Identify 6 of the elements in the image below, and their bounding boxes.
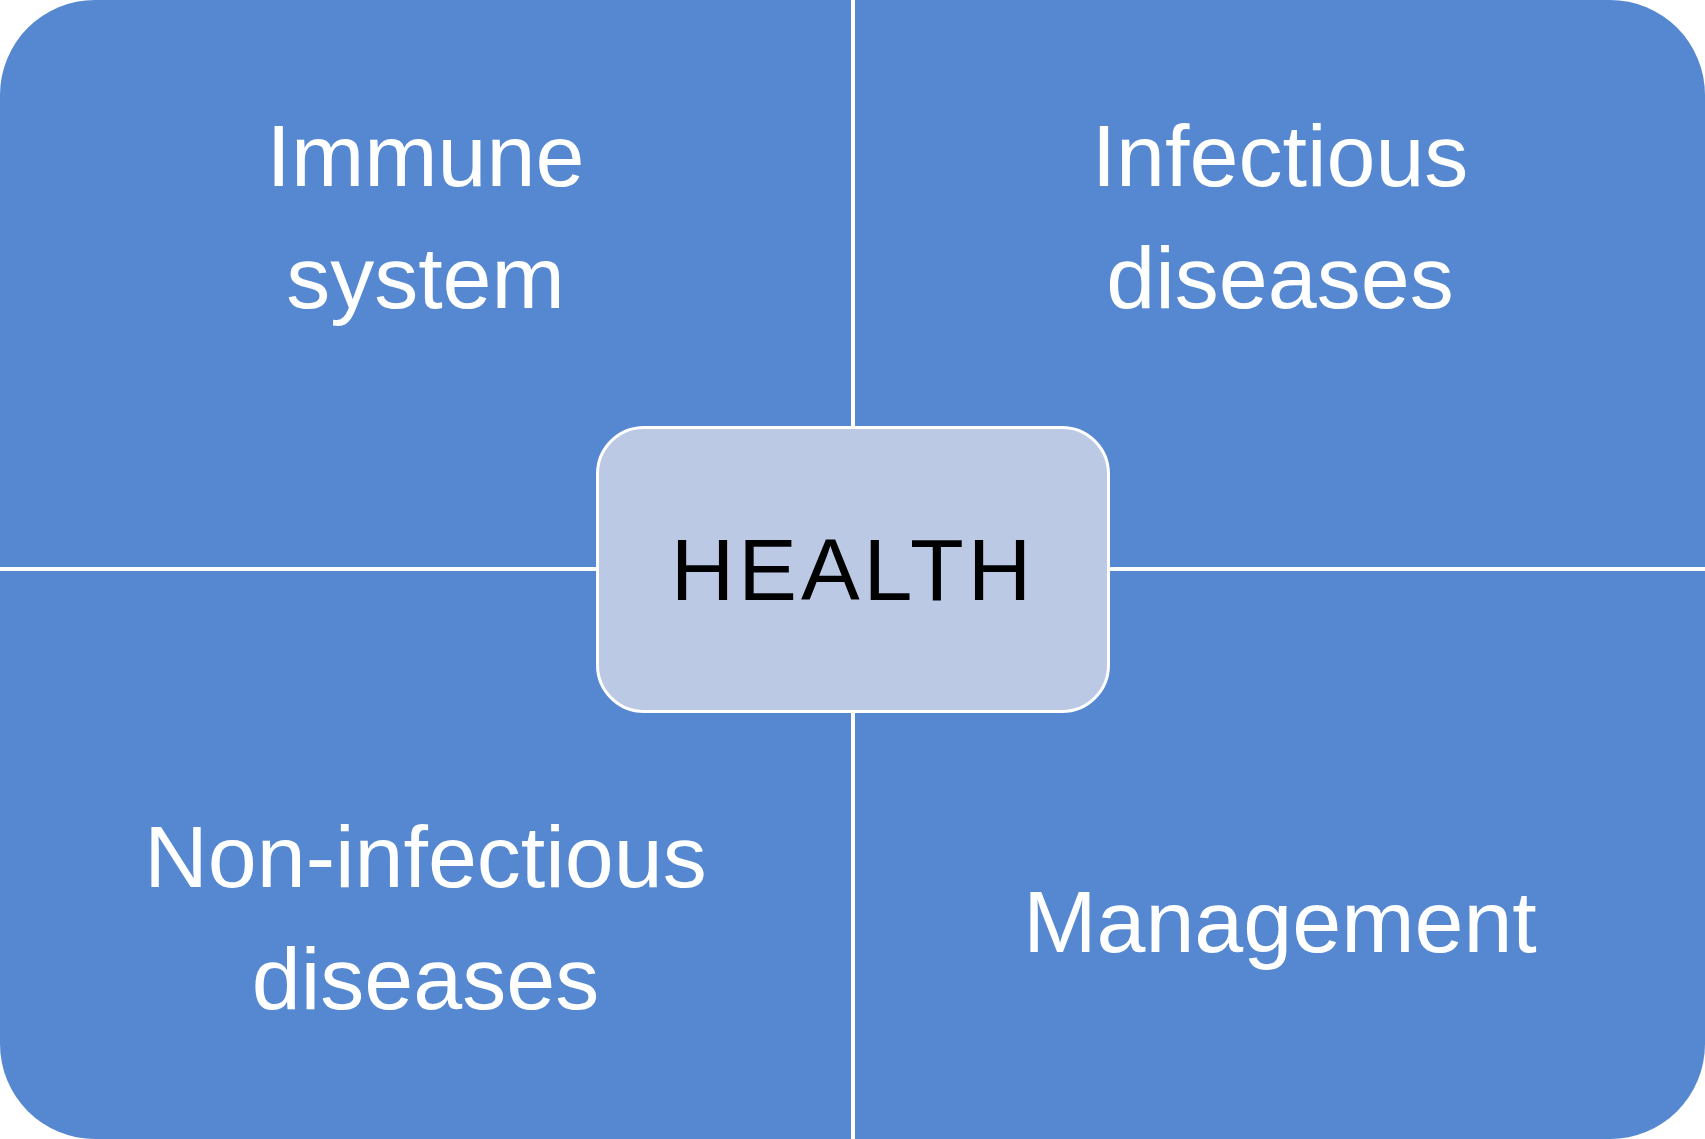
quadrant-label: Non-infectious diseases <box>143 806 708 1030</box>
quadrant-label: Infectious diseases <box>1090 105 1470 329</box>
title-text: HEALTH <box>670 518 1036 621</box>
center-box <box>596 426 1110 713</box>
quadrant-label: Immune system <box>265 105 586 329</box>
quadrant-label: Management <box>1022 871 1538 973</box>
